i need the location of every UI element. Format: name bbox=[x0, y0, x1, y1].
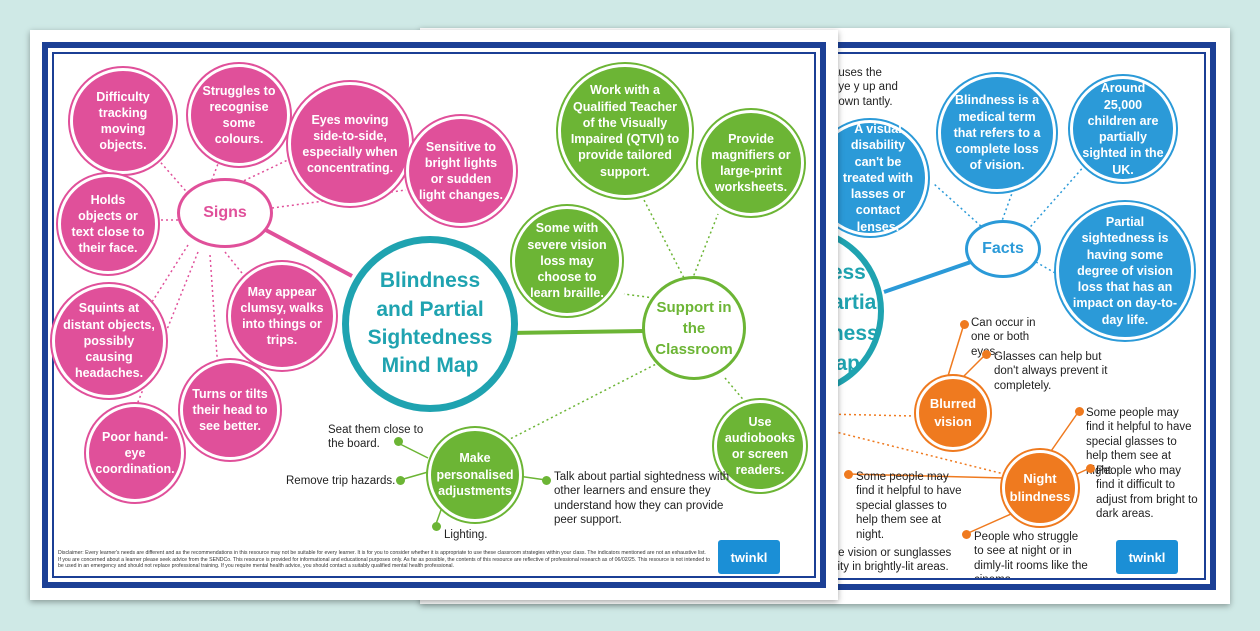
support-bubble-qtvi: Work with a Qualified Teacher of the Vis… bbox=[558, 64, 692, 198]
sign-bubble-clumsy: May appear clumsy, walks into things or … bbox=[228, 262, 336, 370]
sign-bubble-holds-close: Holds objects or text close to their fac… bbox=[58, 174, 158, 274]
left-sheet-inner-border bbox=[52, 52, 816, 578]
fact-bubble-partial: Partial sightedness is having some degre… bbox=[1056, 202, 1194, 340]
adjustment-dot bbox=[542, 476, 551, 485]
adjustments-hub: Make personalised adjustments bbox=[428, 428, 522, 522]
fact-bubble-treatment: A visual disability can't be treated wit… bbox=[824, 120, 928, 236]
night-note-dot bbox=[962, 530, 971, 539]
night-blindness-hub: Night blindness bbox=[1002, 450, 1078, 526]
sign-bubble-hand-eye: Poor hand-eye coordination. bbox=[86, 404, 184, 502]
night-note-glasses: Some people may find it helpful to have … bbox=[1086, 407, 1192, 477]
sign-bubble-squints: Squints at distant objects, possibly cau… bbox=[52, 284, 166, 398]
sign-bubble-eyes-moving: Eyes moving side-to-side, especially whe… bbox=[288, 82, 412, 206]
partial-top-note: auses the eye y up and down tantly. bbox=[832, 67, 898, 108]
night-note-dot bbox=[1086, 464, 1095, 473]
adjustment-dot bbox=[394, 437, 403, 446]
night-note-dot bbox=[1075, 407, 1084, 416]
left-note-glasses: Some people may find it helpful to have … bbox=[856, 471, 962, 541]
sign-bubble-tracking: Difficulty tracking moving objects. bbox=[70, 68, 176, 174]
left-sheet: Blindness and Partial Sightedness Mind M… bbox=[30, 30, 838, 600]
fact-bubble-blindness: Blindness is a medical term that refers … bbox=[938, 74, 1056, 192]
support-bubble-audiobooks: Use audiobooks or screen readers. bbox=[714, 400, 806, 492]
fact-bubble-25000: Around 25,000 children are partially sig… bbox=[1070, 76, 1176, 182]
central-title: Blindness and Partial Sightedness Mind M… bbox=[342, 236, 518, 412]
adjustment-note-trip: Remove trip hazards. bbox=[286, 475, 396, 487]
night-note-adjust: People who may find it difficult to adju… bbox=[1096, 465, 1198, 521]
night-note-cinema: People who struggle to see at night or i… bbox=[974, 531, 1088, 578]
support-bubble-braille: Some with severe vision loss may choose … bbox=[512, 206, 622, 316]
partial-bottom-note: ove vision or sunglasses tivity in brigh… bbox=[826, 547, 952, 574]
right-sheet-content: ness Partial dness Map auses the eye y u… bbox=[824, 54, 1204, 578]
twinkl-logo-right: twinkl bbox=[1116, 540, 1178, 574]
blurred-vision-hub: Blurred vision bbox=[916, 376, 990, 450]
blurred-note-dot bbox=[982, 350, 991, 359]
disclaimer-text: Disclaimer: Every learner's needs are di… bbox=[58, 550, 710, 569]
blurred-note-glasses: Glasses can help but don't always preven… bbox=[994, 351, 1108, 392]
adjustment-note-peer: Talk about partial sightedness with othe… bbox=[554, 471, 730, 527]
left-sheet-frame bbox=[42, 42, 826, 588]
facts-hub: Facts bbox=[965, 220, 1041, 278]
blurred-note-dot bbox=[960, 320, 969, 329]
sign-bubble-bright-lights: Sensitive to bright lights or sudden lig… bbox=[406, 116, 516, 226]
twinkl-logo-left: twinkl bbox=[718, 540, 780, 574]
sign-bubble-tilts-head: Turns or tilts their head to see better. bbox=[180, 360, 280, 460]
adjustment-dot bbox=[396, 476, 405, 485]
adjustment-note-lighting: Lighting. bbox=[444, 529, 488, 541]
left-note-dot bbox=[844, 470, 853, 479]
sign-bubble-colours: Struggles to recognise some colours. bbox=[188, 64, 290, 166]
signs-hub: Signs bbox=[177, 178, 273, 248]
support-hub: Support in the Classroom bbox=[642, 276, 746, 380]
adjustment-dot bbox=[432, 522, 441, 531]
support-bubble-magnifiers: Provide magnifiers or large-print worksh… bbox=[698, 110, 804, 216]
adjustment-note-seat: Seat them close to the board. bbox=[328, 424, 424, 451]
